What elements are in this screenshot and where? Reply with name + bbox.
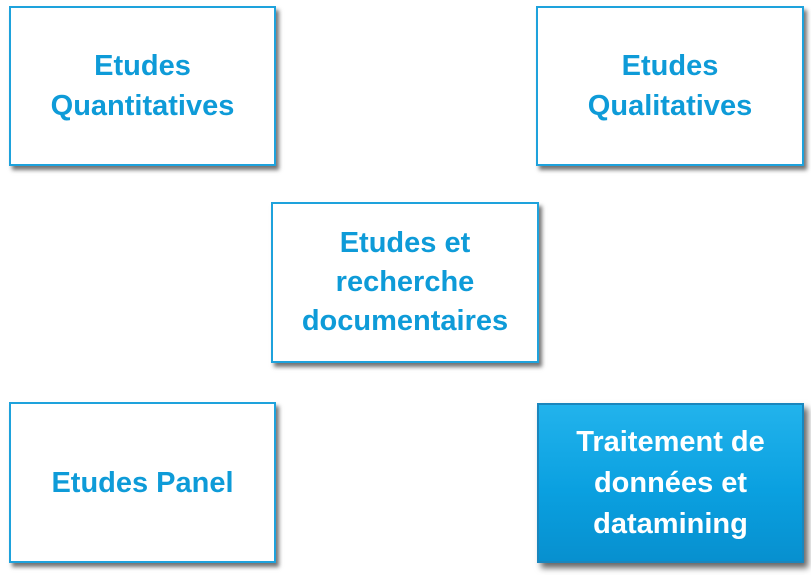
etudes-recherche-documentaires-box[interactable]: Etudes et recherche documentaires [271,202,539,363]
etudes-quantitatives-box[interactable]: Etudes Quantitatives [9,6,276,166]
etudes-recherche-documentaires-label: Etudes et recherche documentaires [301,227,509,337]
etudes-qualitatives-label: Etudes Qualitatives [587,50,753,122]
etudes-panel-box[interactable]: Etudes Panel [9,402,276,563]
etudes-quantitatives-label: Etudes Quantitatives [50,50,235,122]
traitement-donnees-datamining-box[interactable]: Traitement de données et datamining [537,403,804,563]
etudes-panel-label: Etudes Panel [51,466,234,499]
traitement-donnees-datamining-label: Traitement de données et datamining [576,425,765,540]
etudes-qualitatives-box[interactable]: Etudes Qualitatives [536,6,804,166]
